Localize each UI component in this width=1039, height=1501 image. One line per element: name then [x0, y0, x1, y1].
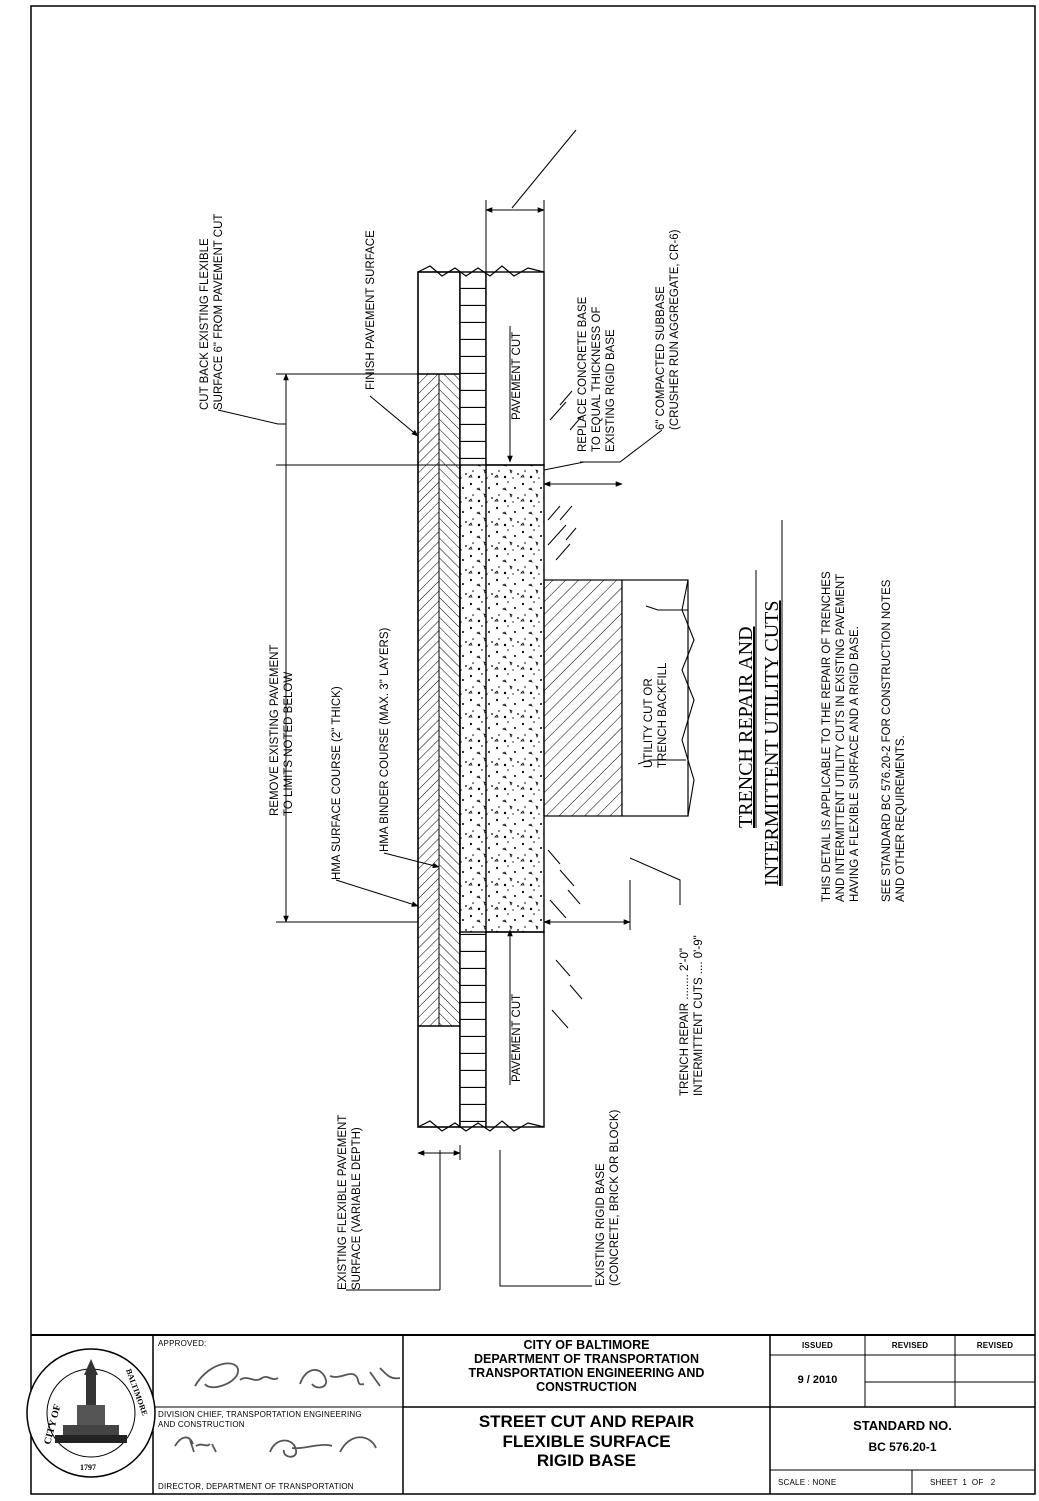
utility-cut-label-2: TRENCH BACKFILL	[657, 662, 669, 768]
trench-repair-dimension: TRENCH REPAIR ........ 2'-0"	[679, 948, 691, 1096]
division-chief-signature	[194, 1362, 401, 1389]
agency-block: CITY OF BALTIMORE DEPARTMENT OF TRANSPOR…	[403, 1338, 770, 1394]
callout-text-group: CUT BACK EXISTING FLEXIBLE SURFACE 6" FR…	[199, 214, 907, 1290]
intermittent-cuts-dimension: INTERMITTENT CUTS .... 0'-9"	[693, 935, 705, 1096]
director-signature	[174, 1436, 377, 1458]
detail-heading-2: INTERMITTENT UTILITY CUTS	[761, 600, 783, 886]
replacement-concrete-base	[459, 464, 545, 933]
detail-heading-1: TRENCH REPAIR AND	[735, 626, 757, 828]
drawing-title-block: STREET CUT AND REPAIR FLEXIBLE SURFACE R…	[403, 1412, 770, 1471]
title-block-frame	[31, 1334, 1035, 1494]
sheet-total: 2	[990, 1478, 996, 1487]
compacted-subbase	[543, 579, 623, 817]
subbase-label-1: 6" COMPACTED SUBBASE	[655, 286, 667, 430]
agency-line-2: DEPARTMENT OF TRANSPORTATION	[474, 1352, 699, 1366]
note-2-line-a: SEE STANDARD BC 576.20-2 FOR CONSTRUCTIO…	[881, 579, 893, 902]
agency-line-3: TRANSPORTATION ENGINEERING AND	[468, 1366, 705, 1380]
hma-surface-course	[417, 373, 440, 1027]
revised-label-2: REVISED	[976, 1341, 1014, 1350]
replace-concrete-label-1: REPLACE CONCRETE BASE	[577, 296, 589, 452]
sheet-of: OF	[971, 1478, 984, 1487]
cut-back-label-2: SURFACE 6" FROM PAVEMENT CUT	[213, 214, 225, 410]
finish-surface-label: FINISH PAVEMENT SURFACE	[365, 230, 377, 390]
hma-binder-label: HMA BINDER COURSE (MAX. 3" LAYERS)	[379, 628, 391, 852]
note-1-line-b: AND INTERMITTENT UTILITY CUTS IN EXISTIN…	[835, 574, 847, 902]
existing-rigid-label-1: EXISTING RIGID BASE	[595, 1163, 607, 1286]
sheet-number: 1	[962, 1478, 968, 1487]
note-1-line-c: HAVING A FLEXIBLE SURFACE AND A RIGID BA…	[849, 626, 861, 902]
pavement-cut-bottom-label: PAVEMENT CUT	[511, 994, 523, 1082]
drawing-title-line-2: FLEXIBLE SURFACE	[502, 1431, 671, 1451]
replace-concrete-label-3: EXISTING RIGID BASE	[605, 329, 617, 452]
pavement-section	[217, 129, 695, 1291]
agency-line-1: CITY OF BALTIMORE	[523, 1338, 650, 1352]
seal-year: 1797	[80, 1463, 96, 1472]
director-label: DIRECTOR, DEPARTMENT OF TRANSPORTATION	[158, 1482, 354, 1491]
cut-back-label-1: CUT BACK EXISTING FLEXIBLE	[199, 238, 211, 410]
drawing-title-line-1: STREET CUT AND REPAIR	[478, 1412, 695, 1431]
agency-line-4: CONSTRUCTION	[536, 1380, 637, 1394]
remove-pavement-label-2: TO LIMITS NOTED BELOW	[283, 672, 295, 816]
drawing-title-line-3: RIGID BASE	[536, 1451, 637, 1470]
existing-rigid-label-2: (CONCRETE, BRICK OR BLOCK)	[609, 1109, 621, 1286]
sheet-label: SHEET	[930, 1478, 958, 1487]
issued-label: ISSUED	[802, 1341, 833, 1350]
trench-backfill	[621, 579, 689, 817]
utility-cut-label-1: UTILITY CUT OR	[643, 678, 655, 768]
pavement-cut-bottom-column	[485, 931, 545, 1128]
revised-label-1: REVISED	[891, 1341, 929, 1350]
hma-surface-label: HMA SURFACE COURSE (2" THICK)	[331, 686, 343, 880]
division-chief-label-1: DIVISION CHIEF, TRANSPORTATION ENGINEERI…	[158, 1410, 362, 1419]
existing-flexible-label-2: SURFACE (VARIABLE DEPTH)	[351, 1127, 363, 1290]
subbase-label-2: (CRUSHER RUN AGGREGATE, CR-6)	[669, 229, 681, 430]
standard-number-label: STANDARD NO.	[853, 1418, 952, 1433]
issued-date: 9 / 2010	[797, 1374, 838, 1386]
existing-flexible-label-1: EXISTING FLEXIBLE PAVEMENT	[337, 1115, 349, 1290]
pavement-cut-top-column	[485, 271, 545, 466]
note-1-line-a: THIS DETAIL IS APPLICABLE TO THE REPAIR …	[821, 571, 833, 902]
standard-number: BC 576.20-1	[868, 1440, 937, 1454]
replace-concrete-label-2: TO EQUAL THICKNESS OF	[591, 307, 603, 453]
sheet-info: SHEET 1 OF 2	[930, 1478, 1035, 1487]
note-2-line-b: AND OTHER REQUIREMENTS.	[895, 735, 907, 902]
hma-binder-course	[438, 373, 461, 1027]
division-chief-label-2: AND CONSTRUCTION	[158, 1420, 245, 1429]
approved-label: APPROVED:	[158, 1339, 207, 1348]
city-seal	[26, 1348, 156, 1478]
scale-label: SCALE : NONE	[778, 1478, 837, 1487]
remove-pavement-label-1: REMOVE EXISTING PAVEMENT	[269, 645, 281, 816]
sheet-border	[30, 5, 1036, 1495]
pavement-cut-top-label: PAVEMENT CUT	[511, 332, 523, 420]
